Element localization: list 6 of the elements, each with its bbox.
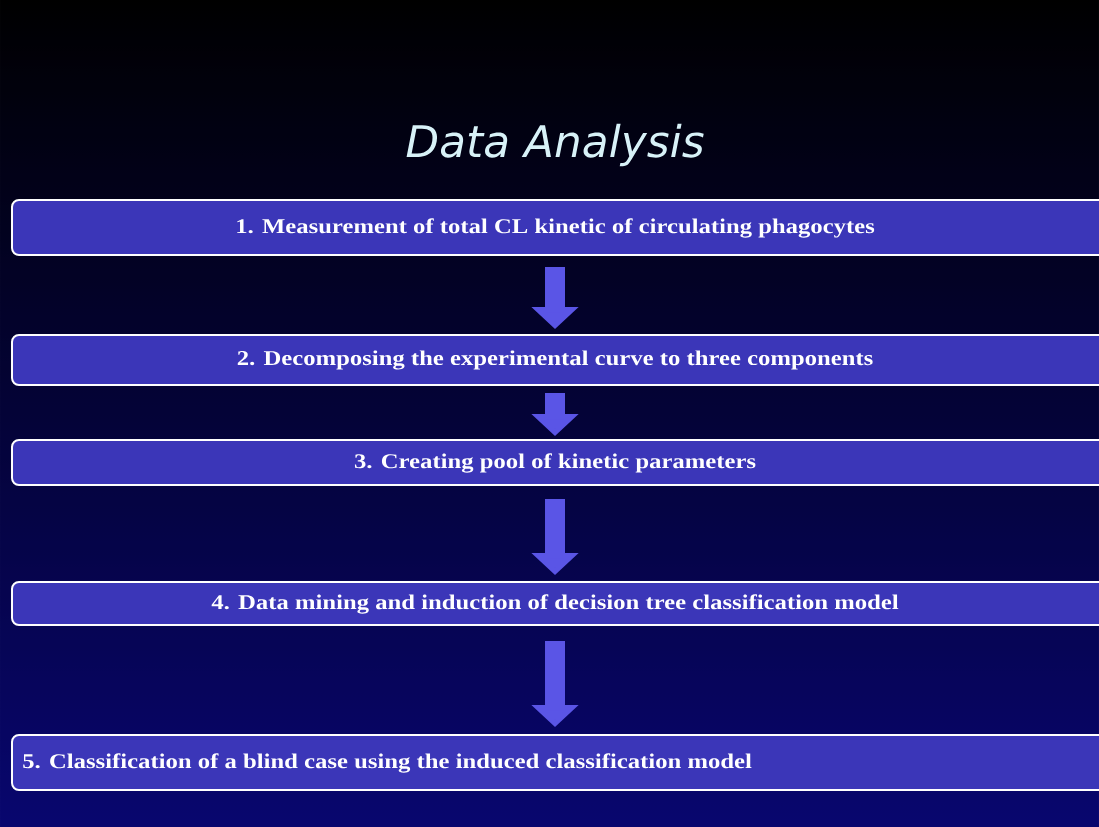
step-box: 1. Measurement of total CL kinetic of circulating phagocytes <box>11 199 1099 256</box>
step-box: 3. Creating pool of kinetic parameters <box>11 439 1099 486</box>
step-box: 5. Classification of a blind case using the induced classification model <box>11 734 1099 791</box>
slide-title: Data Analysis <box>406 123 704 167</box>
step-box: 2. Decomposing the experimental curve to three components <box>11 334 1099 386</box>
step-box: 4. Data mining and induction of decision tree classification model <box>11 581 1099 626</box>
